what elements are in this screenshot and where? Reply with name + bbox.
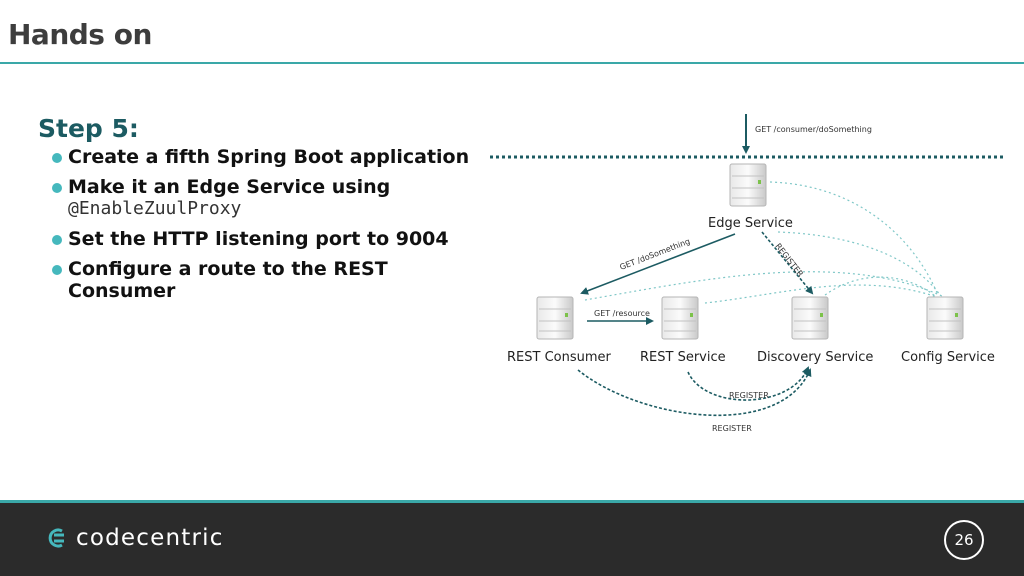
list-item: Set the HTTP listening port to 9004 bbox=[52, 228, 492, 250]
discovery-service-server-icon bbox=[791, 296, 829, 340]
list-item: Configure a route to the REST Consumer bbox=[52, 258, 492, 302]
rest-service-server-icon bbox=[661, 296, 699, 340]
rest-consumer-server-icon bbox=[536, 296, 574, 340]
bullet-text: Configure a route to the REST Consumer bbox=[68, 258, 388, 302]
rest-service-label: REST Service bbox=[640, 350, 726, 365]
consumer-to-service-label: GET /resource bbox=[594, 309, 650, 318]
edge-service-label: Edge Service bbox=[708, 216, 793, 231]
bullet-text: Set the HTTP listening port to 9004 bbox=[68, 228, 449, 250]
architecture-diagram: GET /consumer/doSomething GET /doSomethi… bbox=[490, 114, 1005, 433]
bullet-text: Make it an Edge Service using bbox=[68, 176, 391, 198]
edge-register-arrow bbox=[761, 231, 814, 295]
list-item: Create a fifth Spring Boot application bbox=[52, 146, 492, 168]
discovery-service-label: Discovery Service bbox=[757, 350, 873, 365]
bullet-text: Create a fifth Spring Boot application bbox=[68, 146, 470, 168]
edge-service-server-icon bbox=[729, 163, 767, 207]
consumer-register-arrow bbox=[577, 368, 812, 417]
page-title: Hands on bbox=[8, 18, 152, 51]
logo-text: codecentric bbox=[76, 525, 224, 551]
service-register-arrow bbox=[687, 366, 810, 401]
footer: codecentric 26 bbox=[0, 500, 1024, 576]
service-register-label: REGISTER bbox=[729, 391, 769, 400]
config-service-server-icon bbox=[926, 296, 964, 340]
config-connections bbox=[584, 181, 943, 304]
header-divider bbox=[0, 62, 1024, 64]
consumer-register-label: REGISTER bbox=[712, 424, 752, 433]
codecentric-logo: codecentric bbox=[44, 525, 224, 551]
edge-register-label: REGISTER bbox=[773, 242, 805, 279]
incoming-label: GET /consumer/doSomething bbox=[755, 125, 872, 134]
codecentric-logo-icon bbox=[48, 528, 64, 548]
step-list: Create a fifth Spring Boot application M… bbox=[52, 146, 492, 310]
list-item: Make it an Edge Service using@EnableZuul… bbox=[52, 176, 492, 220]
page-number: 26 bbox=[944, 520, 984, 560]
edge-to-consumer-arrow bbox=[580, 233, 736, 295]
config-service-label: Config Service bbox=[901, 350, 995, 365]
rest-consumer-label: REST Consumer bbox=[507, 350, 612, 365]
step-title: Step 5: bbox=[38, 114, 139, 143]
annotation-code: @EnableZuulProxy bbox=[68, 198, 242, 219]
